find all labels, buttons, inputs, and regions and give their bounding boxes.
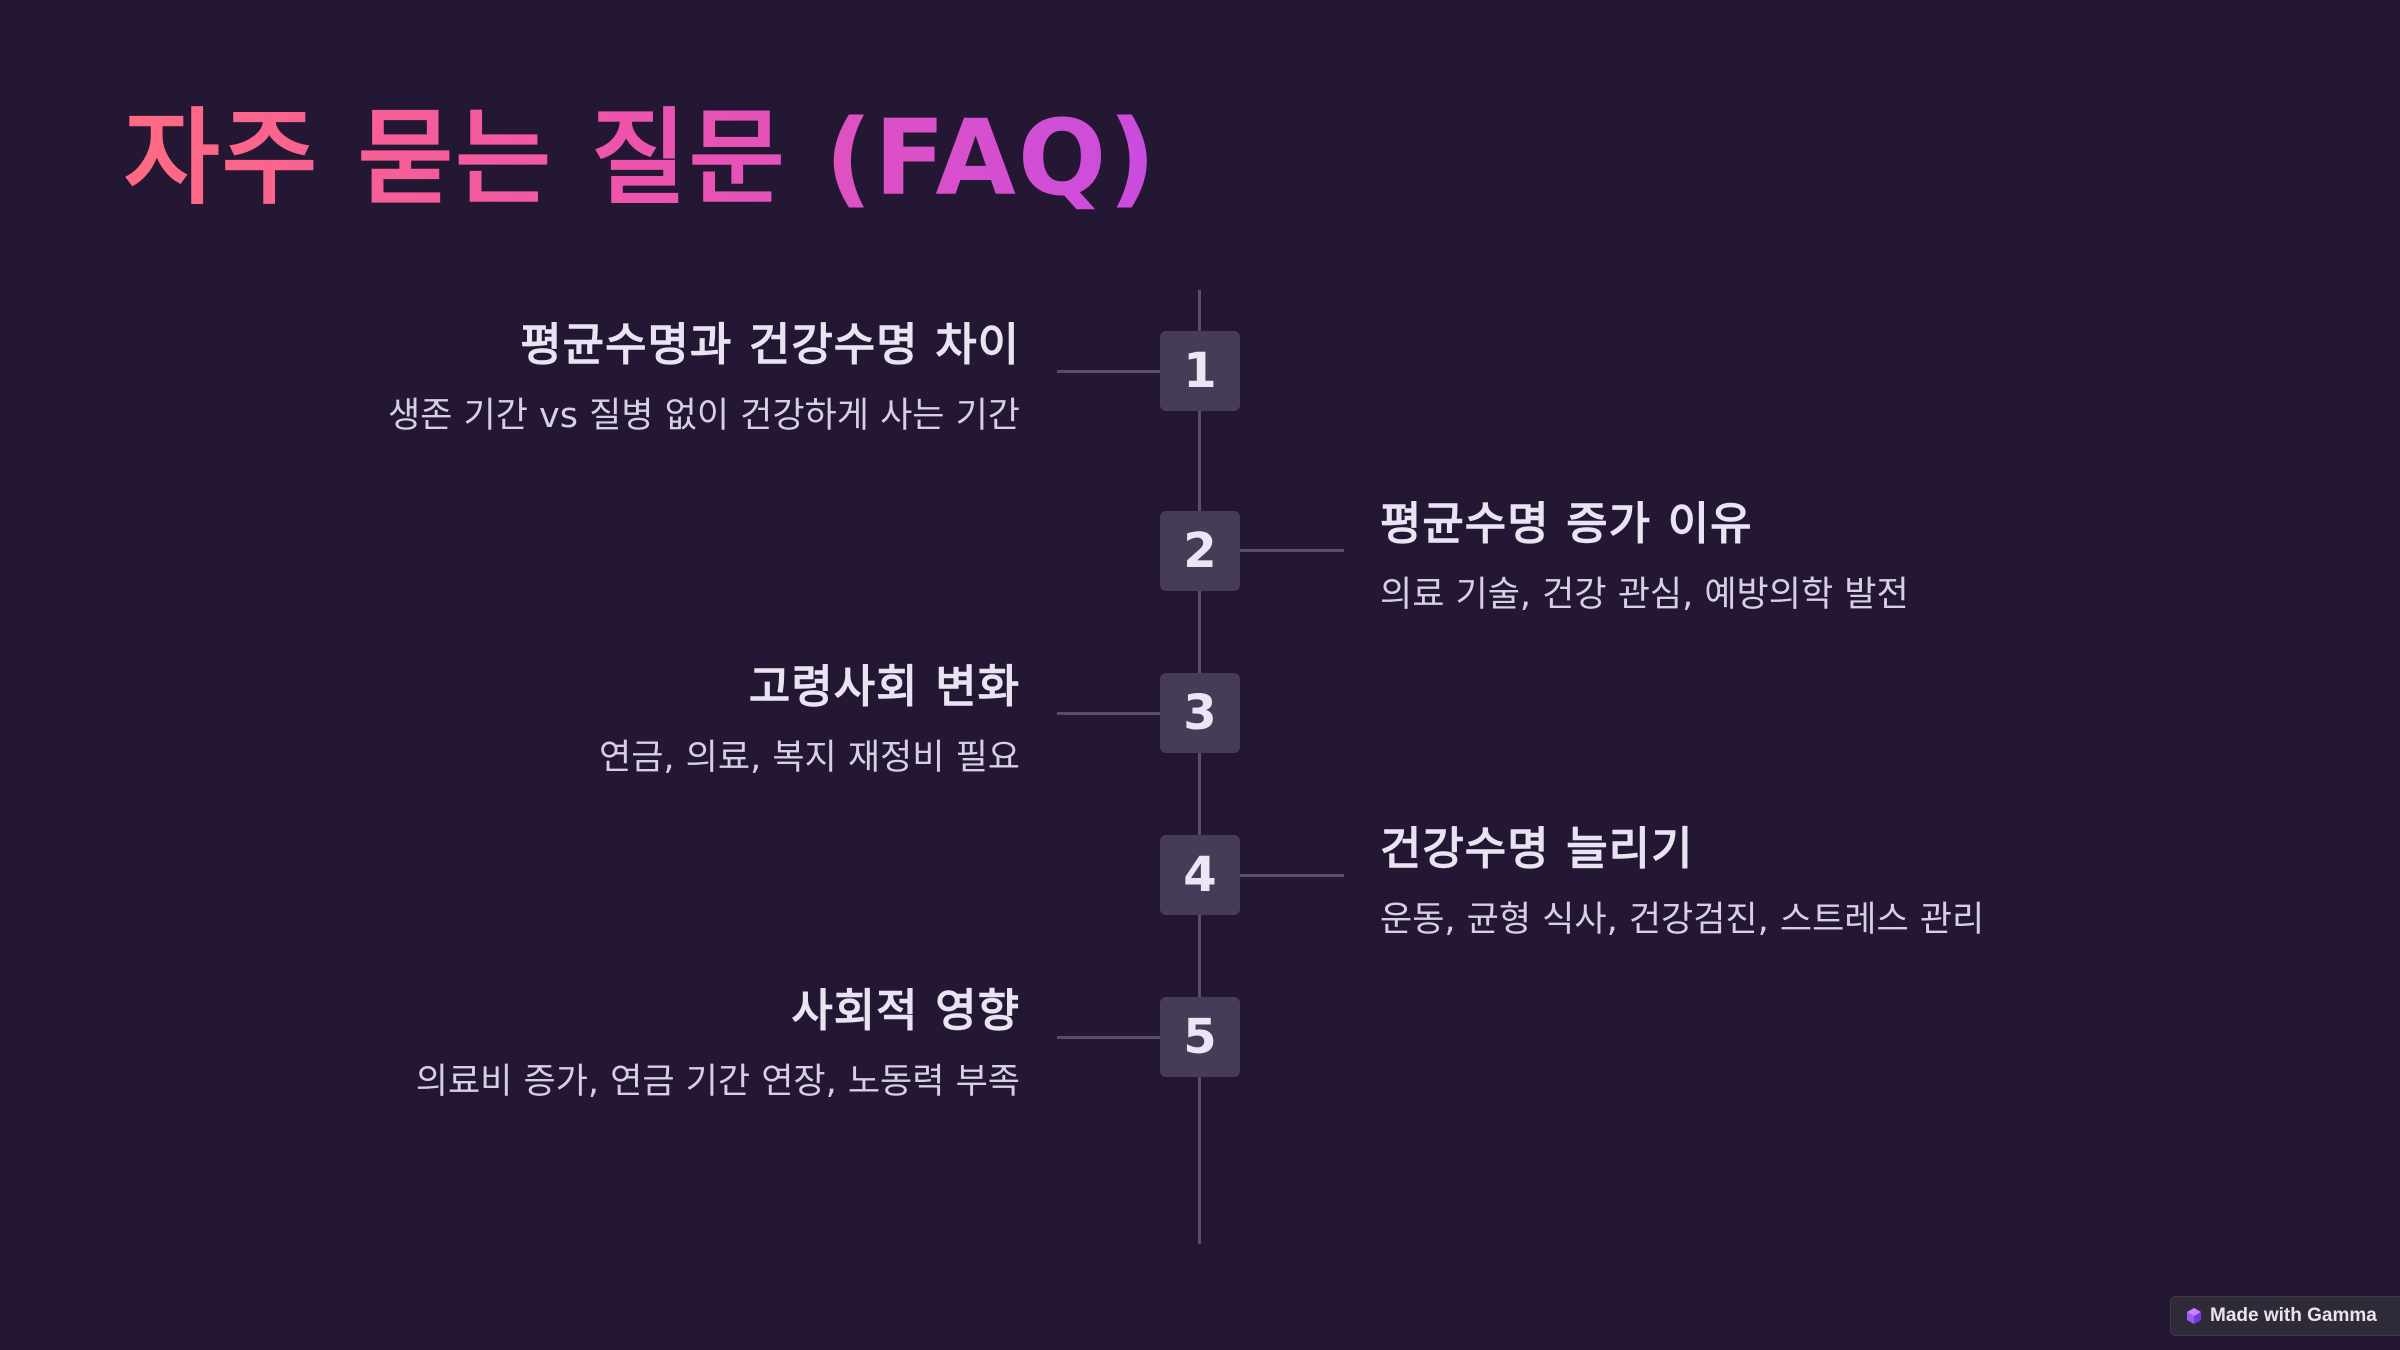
faq-item-4: 건강수명 늘리기 운동, 균형 식사, 건강검진, 스트레스 관리 — [1380, 822, 2140, 944]
faq-item-title: 사회적 영향 — [791, 984, 1020, 1037]
faq-item-1: 평균수명과 건강수명 차이 생존 기간 vs 질병 없이 건강하게 사는 기간 — [260, 318, 1020, 440]
faq-item-title: 평균수명 증가 이유 — [1380, 497, 1753, 550]
faq-item-5: 사회적 영향 의료비 증가, 연금 기간 연장, 노동력 부족 — [260, 984, 1020, 1106]
faq-item-title: 건강수명 늘리기 — [1380, 822, 1694, 875]
timeline-connector-4 — [1240, 874, 1344, 877]
badge-label: Made with Gamma — [2210, 1305, 2377, 1326]
timeline-connector-2 — [1240, 549, 1344, 552]
page-title: 자주 묻는 질문 (FAQ) — [124, 97, 1158, 219]
faq-item-title: 고령사회 변화 — [748, 660, 1020, 713]
timeline-axis — [1198, 290, 1201, 1244]
faq-item-description: 의료 기술, 건강 관심, 예방의학 발전 — [1380, 575, 1909, 615]
faq-item-description: 의료비 증가, 연금 기간 연장, 노동력 부족 — [415, 1062, 1020, 1102]
timeline-marker-1: 1 — [1160, 331, 1240, 411]
faq-item-description: 연금, 의료, 복지 재정비 필요 — [599, 738, 1020, 778]
timeline-marker-3: 3 — [1160, 673, 1240, 753]
faq-item-description: 생존 기간 vs 질병 없이 건강하게 사는 기간 — [387, 396, 1020, 436]
made-with-gamma-badge[interactable]: Made with Gamma — [2170, 1296, 2400, 1336]
faq-item-3: 고령사회 변화 연금, 의료, 복지 재정비 필요 — [260, 660, 1020, 782]
faq-item-description: 운동, 균형 식사, 건강검진, 스트레스 관리 — [1380, 900, 1985, 940]
faq-item-2: 평균수명 증가 이유 의료 기술, 건강 관심, 예방의학 발전 — [1380, 497, 2140, 619]
timeline-marker-4: 4 — [1160, 835, 1240, 915]
timeline-connector-3 — [1057, 712, 1160, 715]
timeline-connector-5 — [1057, 1036, 1160, 1039]
timeline-marker-5: 5 — [1160, 997, 1240, 1077]
timeline-connector-1 — [1057, 370, 1160, 373]
gamma-logo-icon — [2187, 1308, 2201, 1324]
faq-item-title: 평균수명과 건강수명 차이 — [520, 318, 1020, 371]
timeline-marker-2: 2 — [1160, 511, 1240, 591]
